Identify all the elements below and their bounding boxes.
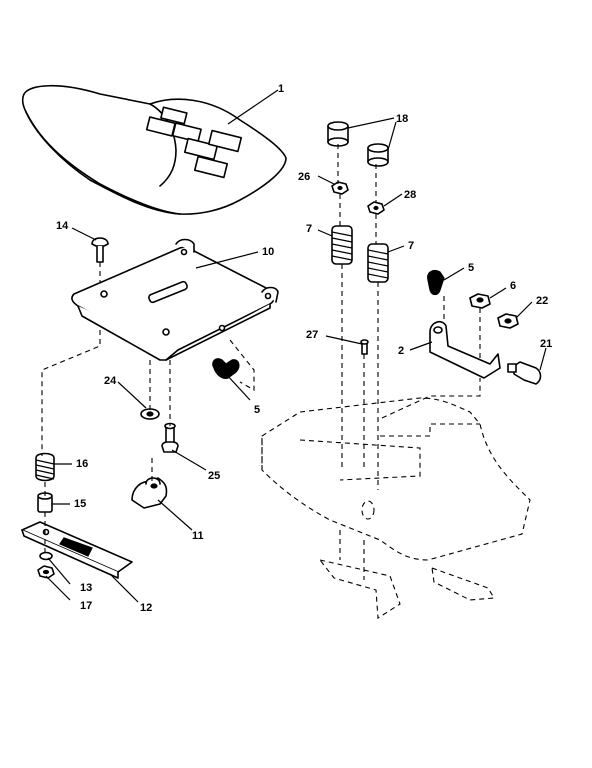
nut-part-28 bbox=[367, 201, 385, 215]
nut-part-26 bbox=[331, 181, 349, 195]
seat-spring-part-left bbox=[331, 225, 353, 265]
callout-28: 28 bbox=[404, 189, 416, 201]
callout-1: 1 bbox=[278, 83, 284, 95]
adjustment-bracket-part bbox=[429, 320, 501, 379]
nut-part-22 bbox=[497, 313, 519, 329]
washer-part-13 bbox=[39, 551, 53, 561]
pin-part bbox=[360, 339, 369, 355]
seat-spring-part-right bbox=[367, 243, 389, 283]
leader-lines bbox=[45, 89, 547, 603]
alignment-lines bbox=[41, 144, 481, 580]
nut-part-17 bbox=[37, 565, 55, 579]
callout-14: 14 bbox=[56, 220, 69, 232]
seat-part bbox=[21, 84, 287, 215]
callout-5-left: 5 bbox=[254, 404, 260, 416]
seat-pad-grid bbox=[145, 106, 243, 179]
callout-labels: 1 18 26 28 14 7 7 10 5 6 22 27 21 2 24 5… bbox=[56, 83, 552, 614]
nut-part-6 bbox=[469, 293, 491, 309]
seat-spring-part-16 bbox=[35, 452, 55, 482]
adjustment-knob-part bbox=[507, 361, 542, 385]
bushing-part-upper bbox=[327, 121, 349, 147]
seat-pan-part bbox=[71, 238, 279, 361]
callout-25: 25 bbox=[208, 470, 220, 482]
callout-27: 27 bbox=[306, 329, 318, 341]
callout-13: 13 bbox=[80, 582, 92, 594]
callout-6: 6 bbox=[510, 280, 516, 292]
callout-22: 22 bbox=[536, 295, 548, 307]
callout-7-left: 7 bbox=[306, 223, 312, 235]
bushing-part-lower bbox=[367, 143, 389, 167]
callout-16: 16 bbox=[76, 458, 88, 470]
washer-part bbox=[140, 408, 160, 420]
callout-21: 21 bbox=[540, 338, 552, 350]
callout-18: 18 bbox=[396, 113, 408, 125]
callout-11: 11 bbox=[192, 530, 204, 542]
callout-12: 12 bbox=[140, 602, 152, 614]
callout-17: 17 bbox=[80, 600, 92, 612]
fender-frame-phantom bbox=[261, 397, 531, 619]
callout-2: 2 bbox=[398, 345, 404, 357]
carriage-bolt-part bbox=[91, 237, 109, 263]
callout-15: 15 bbox=[74, 498, 86, 510]
callout-26: 26 bbox=[298, 171, 310, 183]
clip-part-left bbox=[212, 358, 240, 379]
slide-plate-part bbox=[21, 521, 133, 579]
callout-7-right: 7 bbox=[408, 240, 414, 252]
callout-10: 10 bbox=[262, 246, 274, 258]
shoulder-bolt-part bbox=[161, 422, 179, 453]
callout-5-right: 5 bbox=[468, 262, 474, 274]
callout-24: 24 bbox=[104, 375, 117, 387]
clip-part-right bbox=[427, 269, 445, 296]
